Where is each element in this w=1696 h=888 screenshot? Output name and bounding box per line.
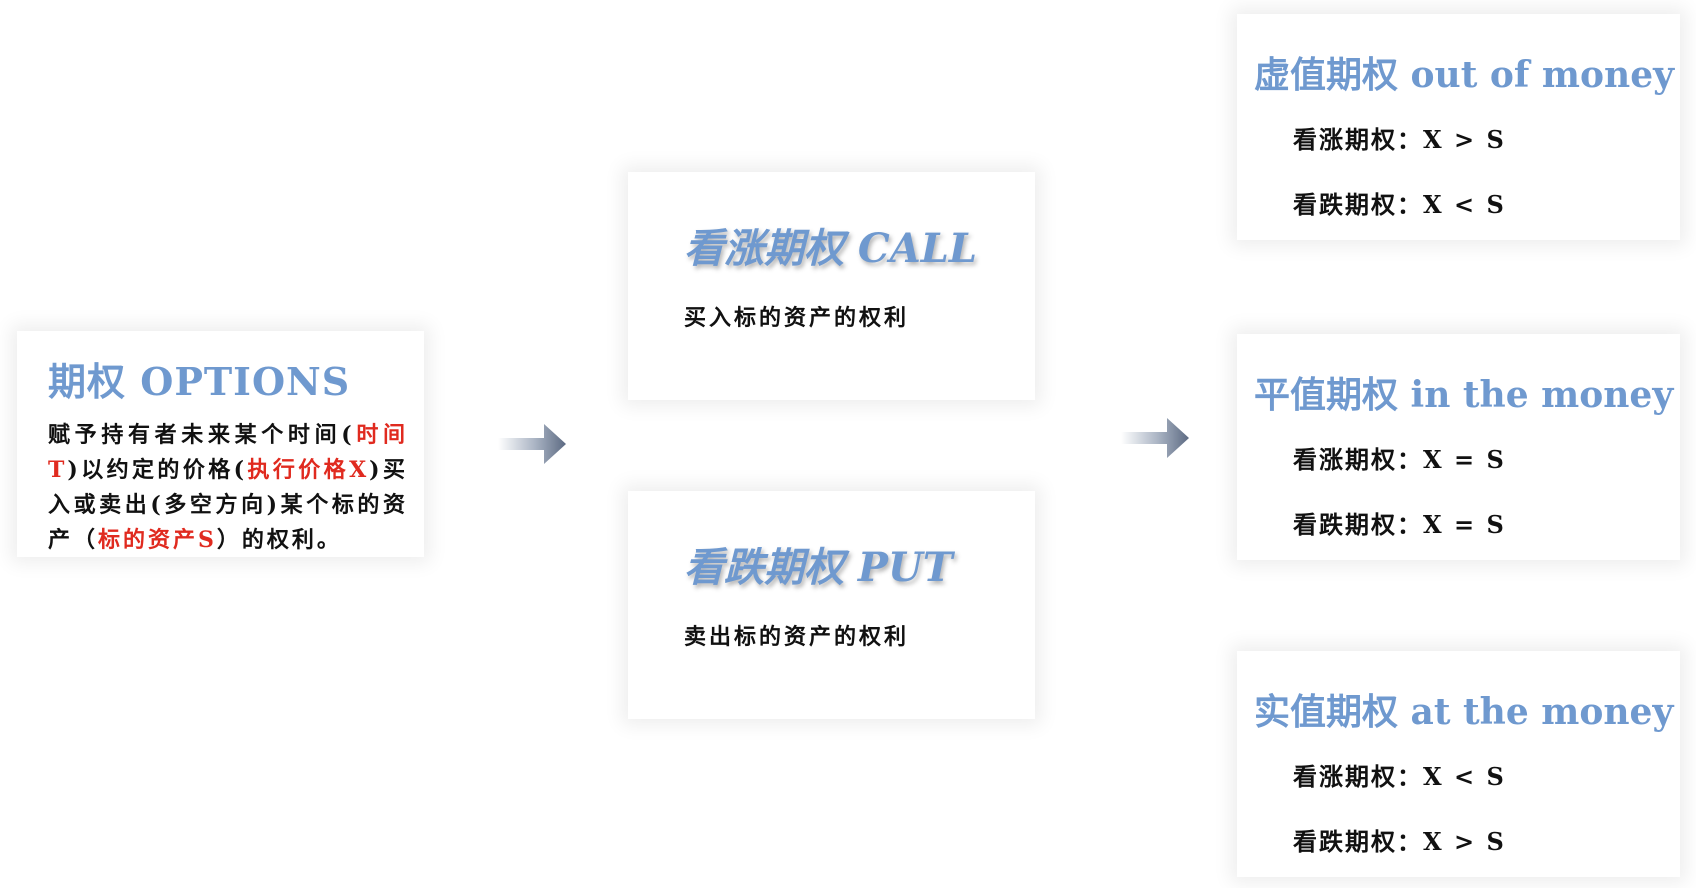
desc-part-3: )买入或卖出(多空方向)某个标的资产（ (48, 457, 408, 553)
highlight-underlying-s: 标的资产S (98, 527, 217, 553)
put-description: 卖出标的资产的权利 (684, 624, 910, 650)
at-the-money-card: 实值期权 at the money 看涨期权：X < S 看跌期权：X > S (1237, 651, 1680, 877)
in-the-money-title: 平值期权 in the money (1254, 374, 1674, 416)
put-option-card: 看跌期权 PUT 卖出标的资产的权利 (628, 491, 1035, 719)
out-of-money-call-rule: 看涨期权：X > S (1293, 125, 1506, 154)
highlight-time-t: 时间T (48, 422, 408, 483)
call-option-card: 看涨期权 CALL 买入标的资产的权利 (628, 172, 1035, 400)
arrow-right-icon (498, 424, 566, 464)
desc-part-2: )以约定的价格( (67, 457, 248, 483)
out-of-money-title: 虚值期权 out of money (1254, 54, 1675, 96)
highlight-strike-x: 执行价格X (247, 457, 370, 483)
options-description: 赋予持有者未来某个时间(时间T)以约定的价格(执行价格X)买入或卖出(多空方向)… (48, 418, 408, 558)
desc-part-1: 赋予持有者未来某个时间( (48, 422, 355, 448)
options-card: 期权 OPTIONS 赋予持有者未来某个时间(时间T)以约定的价格(执行价格X)… (17, 331, 424, 557)
in-the-money-put-rule: 看跌期权：X = S (1293, 510, 1506, 539)
desc-part-4: ）的权利。 (216, 527, 342, 553)
call-description: 买入标的资产的权利 (684, 305, 910, 331)
at-the-money-title: 实值期权 at the money (1254, 691, 1674, 733)
arrow-right-icon (1121, 418, 1189, 458)
in-the-money-card: 平值期权 in the money 看涨期权：X = S 看跌期权：X = S (1237, 334, 1680, 560)
in-the-money-call-rule: 看涨期权：X = S (1293, 445, 1506, 474)
out-of-money-put-rule: 看跌期权：X < S (1293, 190, 1506, 219)
out-of-money-card: 虚值期权 out of money 看涨期权：X > S 看跌期权：X < S (1237, 14, 1680, 240)
options-title: 期权 OPTIONS (48, 359, 351, 404)
call-title: 看涨期权 CALL (684, 225, 978, 272)
put-title: 看跌期权 PUT (684, 544, 953, 591)
at-the-money-put-rule: 看跌期权：X > S (1293, 827, 1506, 856)
at-the-money-call-rule: 看涨期权：X < S (1293, 762, 1506, 791)
